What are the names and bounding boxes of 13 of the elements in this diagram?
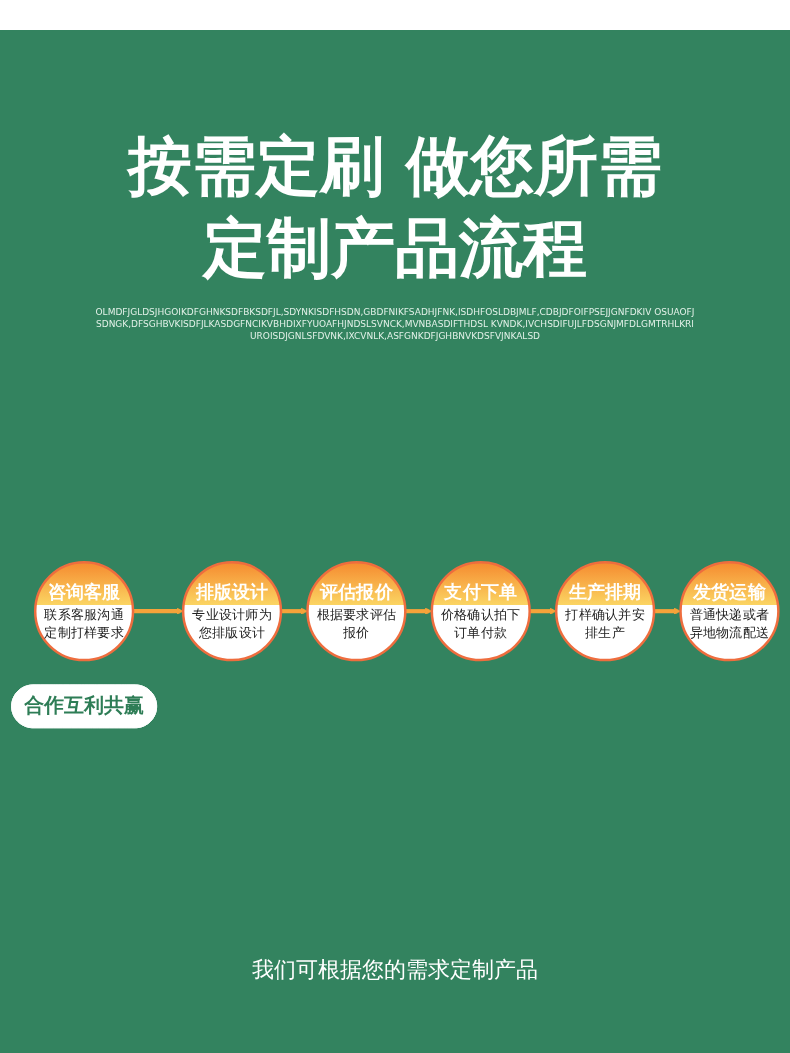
node-circle: 评估报价 根据要求评估报价 — [306, 561, 407, 662]
title: 按需定刷 做您所需定制产品流程 — [125, 128, 664, 287]
node-circle: 生产排期 打样确认并安排生产 — [554, 561, 656, 662]
arrow — [133, 607, 184, 615]
node-circle: 排版设计 专业设计师为您排版设计 — [181, 561, 283, 662]
fine-print: OLMDFJGLDSJHGOIKDFGHNKSDFBKSDFJL,SDYNKISDFHSDN,GBDFNIKFSADHJFNK,ISDHFOSLDBJMLF,CDBJDFOIFPSEJJGNFDKIV OSUAOFJSDNGK,DFSGHBVKISDFJLKASDGFNCIKVBHDIXFYUOAFHJNDSLSVNCK,MVNBASDIFTHDSL KVNDK,IVCHSDIFUJLFDSGNJMFDLGMTRHLKRIUROISDJGNLSFDVNK,IXCVNLK,ASFGNKDFJGHBNVKDSFVJNKALSD — [95, 306, 695, 342]
arrow — [529, 607, 557, 615]
node-circle: 支付下单 价格确认拍下订单付款 — [430, 561, 531, 662]
arrow — [654, 607, 681, 615]
arrow — [280, 607, 308, 615]
node-circle: 咨询客服 联系客服沟通定制打样要求 — [33, 561, 135, 662]
tagline: 我们可根据您的需求定制产品 — [251, 956, 539, 984]
node-circle: 发货运输 普通快递或者异地物流配送 — [679, 561, 780, 662]
